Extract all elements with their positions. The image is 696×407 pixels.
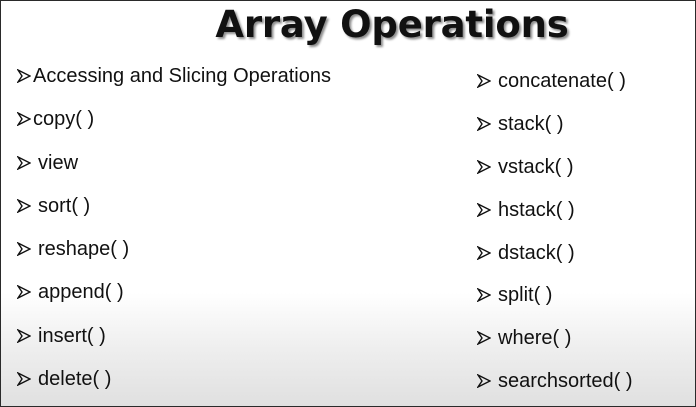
list-item-label: reshape( ) (38, 238, 130, 261)
left-operations-list: Accessing and Slicing Operations copy( )… (17, 59, 331, 405)
list-item: vstack( ) (477, 150, 633, 193)
list-item-label: append( ) (38, 281, 124, 304)
list-item: reshape( ) (17, 232, 331, 275)
list-item: insert( ) (17, 319, 331, 362)
list-item-label: where( ) (498, 327, 572, 350)
list-item: searchsorted( ) (477, 364, 633, 406)
arrowhead-bullet-icon (17, 155, 31, 170)
list-item-label: split( ) (498, 284, 553, 307)
arrowhead-bullet-icon (477, 374, 491, 389)
arrowhead-bullet-icon (17, 242, 31, 257)
list-item-label: sort( ) (38, 194, 91, 217)
list-item: copy( ) (17, 102, 331, 145)
list-item-label: concatenate( ) (498, 70, 626, 92)
arrowhead-bullet-icon (17, 112, 31, 127)
right-operations-list: concatenate( ) stack( ) vstack( ) hstack… (477, 64, 633, 406)
list-item-label: stack( ) (498, 112, 564, 135)
arrowhead-bullet-icon (477, 245, 491, 260)
arrowhead-bullet-icon (477, 288, 491, 303)
arrowhead-bullet-icon (477, 159, 491, 174)
arrowhead-bullet-icon (477, 202, 491, 217)
list-item: concatenate( ) (477, 64, 633, 107)
list-item-label: insert( ) (38, 324, 106, 347)
arrowhead-bullet-icon (17, 372, 31, 387)
list-item: sort( ) (17, 189, 331, 232)
list-item-label: vstack( ) (498, 155, 574, 178)
list-item: append( ) (17, 275, 331, 318)
arrowhead-bullet-icon (477, 74, 491, 88)
list-item-label: copy( ) (33, 108, 95, 131)
arrowhead-bullet-icon (17, 198, 31, 213)
list-item: delete( ) (17, 362, 331, 405)
list-item: stack( ) (477, 107, 633, 150)
arrowhead-bullet-icon (17, 285, 31, 300)
list-item: dstack( ) (477, 236, 633, 279)
arrowhead-bullet-icon (17, 328, 31, 343)
arrowhead-bullet-icon (477, 331, 491, 346)
list-item: hstack( ) (477, 193, 633, 236)
list-item-label: delete( ) (38, 368, 112, 391)
list-item-label: searchsorted( ) (498, 370, 633, 393)
arrowhead-bullet-icon (477, 116, 491, 131)
list-item: Accessing and Slicing Operations (17, 59, 331, 102)
slide-title: Array Operations (215, 3, 569, 46)
list-item-label: view (38, 151, 79, 174)
arrowhead-bullet-icon (17, 69, 31, 83)
list-item: view (17, 146, 331, 189)
list-item-label: dstack( ) (498, 241, 575, 264)
list-item: where( ) (477, 321, 633, 364)
list-item-label: Accessing and Slicing Operations (33, 65, 331, 87)
list-item-label: hstack( ) (498, 198, 575, 221)
list-item: split( ) (477, 278, 633, 321)
